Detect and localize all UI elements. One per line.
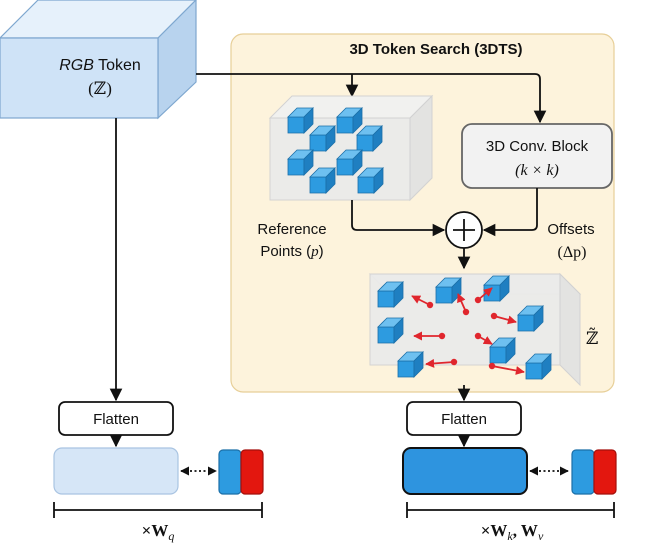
reference-label-line1: Reference (257, 221, 326, 238)
reference-to-sum-arrow (351, 200, 446, 237)
offsets-label-line2: (Δp) (558, 244, 587, 261)
right-flatten-label: Flatten (441, 411, 487, 428)
left-query-vector (53, 447, 179, 495)
search-module-title: 3D Token Search (3DTS) (349, 41, 522, 58)
right-blue-token (571, 449, 595, 495)
left-blue-token (218, 449, 242, 495)
output-symbol: ℤ̃ (586, 328, 598, 348)
conv-block-line2: (k × k) (515, 162, 559, 179)
offset-arrows (411, 287, 525, 375)
token-to-module-arrow (196, 73, 547, 124)
right-key-value-vector (402, 447, 528, 495)
reference-label-line2: Points (p) (260, 243, 323, 260)
rgb-token-title: RGB Token (59, 57, 141, 74)
conv-block-line1: 3D Conv. Block (486, 138, 589, 155)
rgb-token-box (0, 0, 197, 120)
left-weight-label: ×Wq (142, 521, 175, 543)
left-red-token (240, 449, 264, 495)
conv-to-sum-arrow (482, 188, 538, 237)
offsets-label-line1: Offsets (547, 221, 594, 238)
left-flatten-label: Flatten (93, 411, 139, 428)
rgb-token-symbol: (ℤ) (88, 79, 112, 98)
right-bracket (406, 502, 615, 518)
left-bracket (53, 502, 263, 518)
right-red-token (593, 449, 617, 495)
right-weight-label: ×Wk, Wv (481, 521, 544, 543)
